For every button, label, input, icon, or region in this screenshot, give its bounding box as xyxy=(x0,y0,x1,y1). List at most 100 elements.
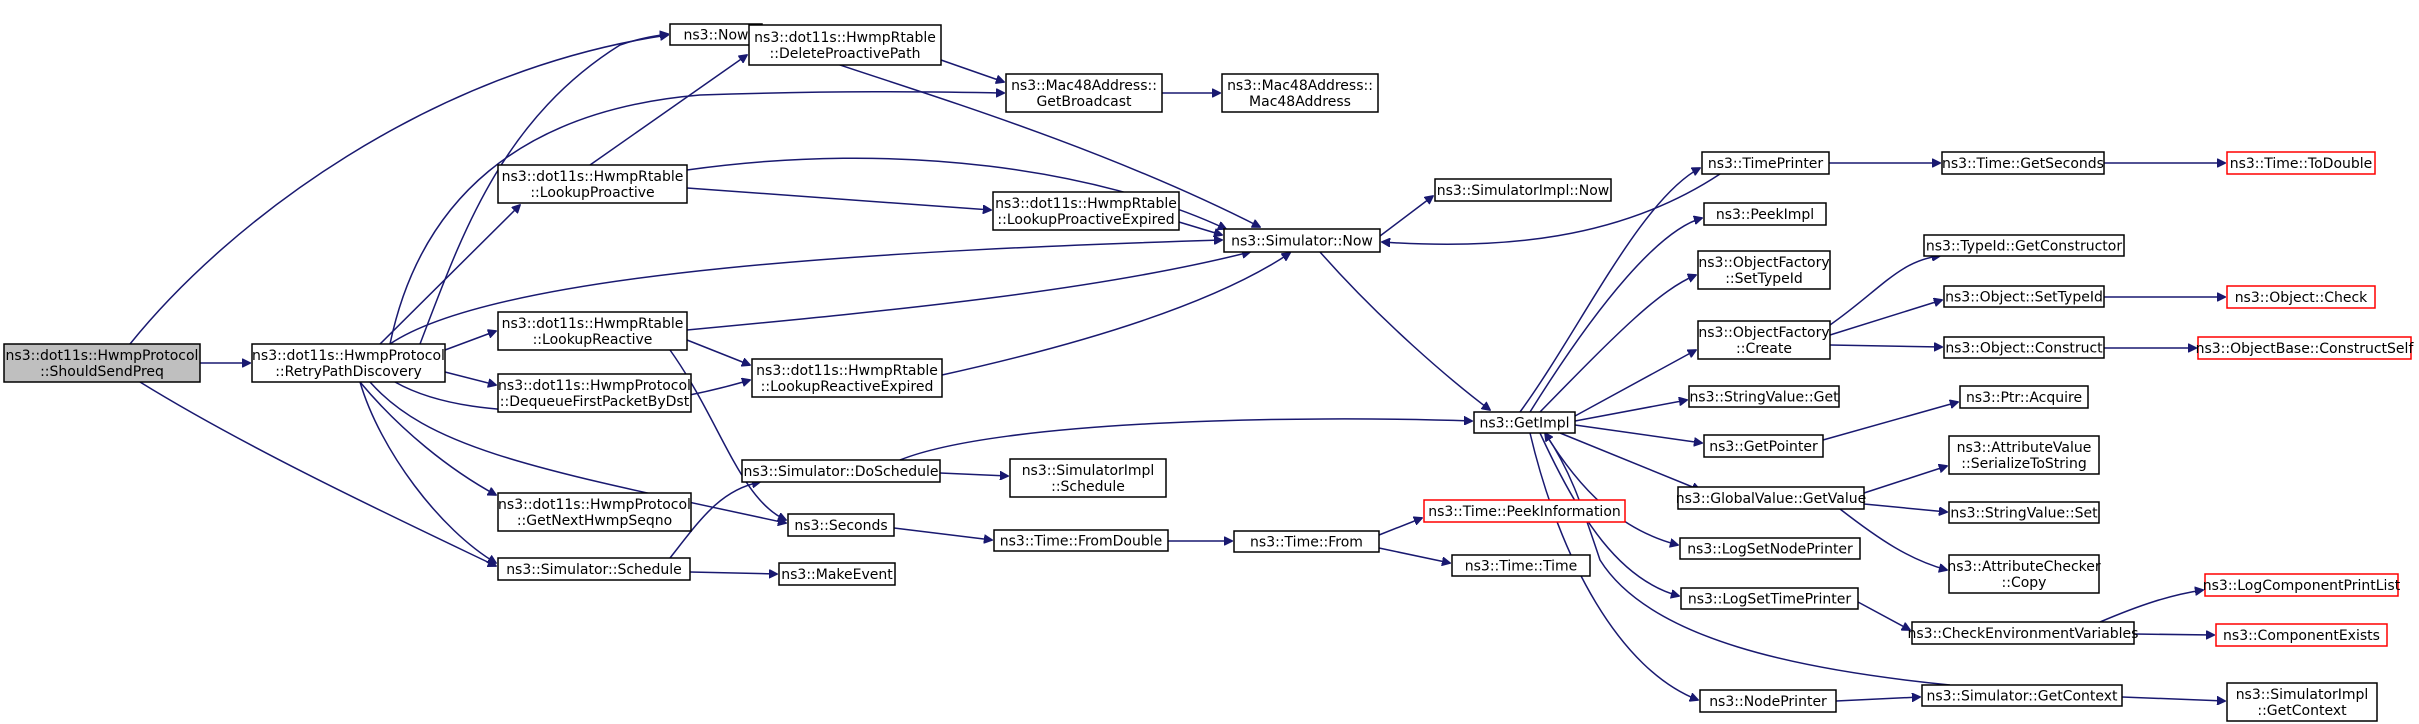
node-getseconds[interactable]: ns3::Time::GetSeconds xyxy=(1941,151,2105,175)
node-objbaseconstruct[interactable]: ns3::ObjectBase::ConstructSelf xyxy=(2196,336,2415,360)
node-peekinfo[interactable]: ns3::Time::PeekInformation xyxy=(1423,499,1626,523)
node-getpointer[interactable]: ns3::GetPointer xyxy=(1703,434,1824,458)
node-label-line: ns3::LogSetTimePrinter xyxy=(1688,592,1852,608)
node-makeevent[interactable]: ns3::MakeEvent xyxy=(778,562,896,586)
node-ptracquire[interactable]: ns3::Ptr::Acquire xyxy=(1959,385,2089,409)
node-box xyxy=(1688,385,1840,408)
node-objcheck[interactable]: ns3::Object::Check xyxy=(2226,285,2376,309)
node-lookproactexp[interactable]: ns3::dot11s::HwmpRtable::LookupProactive… xyxy=(992,191,1180,231)
edge-simgetctx-to-simimplgetctx xyxy=(2121,697,2225,701)
node-retry[interactable]: ns3::dot11s::HwmpProtocol::RetryPathDisc… xyxy=(251,343,446,383)
node-box xyxy=(1921,684,2123,707)
node-label-line: ns3::dot11s::HwmpRtable xyxy=(995,196,1177,212)
node-timefrom[interactable]: ns3::Time::From xyxy=(1233,530,1380,553)
node-label-line: ns3::AttributeValue xyxy=(1957,440,2092,456)
node-now[interactable]: ns3::Now xyxy=(669,23,763,46)
node-todouble[interactable]: ns3::Time::ToDouble xyxy=(2226,151,2376,175)
node-strvalset[interactable]: ns3::StringValue::Set xyxy=(1948,501,2100,524)
node-label-line: ::LookupProactiveExpired xyxy=(997,212,1174,228)
node-box xyxy=(2215,623,2388,647)
node-simnow[interactable]: ns3::Simulator::Now xyxy=(1223,228,1381,253)
node-label-line: ns3::NodePrinter xyxy=(1709,694,1827,710)
node-label-line: ns3::Simulator::GetContext xyxy=(1926,689,2118,705)
node-logsetnode[interactable]: ns3::LogSetNodePrinter xyxy=(1679,537,1861,560)
node-label-line: ns3::Simulator::Schedule xyxy=(506,562,682,578)
edge-getimpl-to-ofsettype xyxy=(1539,275,1696,413)
node-timeprinter[interactable]: ns3::TimePrinter xyxy=(1701,151,1830,175)
edge-simsched-to-makeevent xyxy=(689,572,777,574)
node-simgetctx[interactable]: ns3::Simulator::GetContext xyxy=(1921,684,2123,707)
node-label-line: ns3::dot11s::HwmpProtocol xyxy=(498,378,691,394)
node-label-line: ns3::ObjectFactory xyxy=(1698,255,1829,271)
node-ofcreate[interactable]: ns3::ObjectFactory::Create xyxy=(1697,320,1831,360)
node-simimplnow[interactable]: ns3::SimulatorImpl::Now xyxy=(1434,178,1612,202)
node-box xyxy=(1009,458,1167,498)
node-box xyxy=(497,557,691,581)
edge-nodeprinter-to-simgetctx xyxy=(1835,697,1920,701)
node-dequeue[interactable]: ns3::dot11s::HwmpProtocol::DequeueFirstP… xyxy=(497,373,692,413)
edge-getimpl-to-strvalget xyxy=(1574,400,1687,422)
node-typeidgetctor[interactable]: ns3::TypeId::GetConstructor xyxy=(1923,234,2125,257)
node-label-line: ns3::dot11s::HwmpProtocol xyxy=(6,348,199,364)
node-ofsettype[interactable]: ns3::ObjectFactory::SetTypeId xyxy=(1697,250,1831,290)
node-getbcast[interactable]: ns3::Mac48Address::GetBroadcast xyxy=(1005,73,1163,113)
node-fromdouble[interactable]: ns3::Time::FromDouble xyxy=(993,529,1169,552)
node-logsettime[interactable]: ns3::LogSetTimePrinter xyxy=(1680,587,1859,610)
node-mac48[interactable]: ns3::Mac48Address::Mac48Address xyxy=(1221,73,1379,113)
node-label-line: ns3::StringValue::Set xyxy=(1950,506,2098,522)
node-getimpl[interactable]: ns3::GetImpl xyxy=(1473,411,1576,434)
node-box xyxy=(1943,336,2105,359)
edge-retry-to-lookproact xyxy=(379,205,520,345)
edge-seconds-to-fromdouble xyxy=(893,527,992,540)
node-label-line: ns3::SimulatorImpl xyxy=(2236,687,2369,703)
edge-lookproact-to-delproact xyxy=(589,55,747,166)
edge-ofcreate-to-typeidgetctor xyxy=(1829,256,1940,326)
edge-simdosched-to-simimplsched xyxy=(939,473,1008,476)
node-label-line: ns3::dot11s::HwmpRtable xyxy=(754,30,936,46)
node-box xyxy=(497,311,688,351)
node-attrser[interactable]: ns3::AttributeValue::SerializeToString xyxy=(1948,435,2100,475)
edge-getimpl-to-gvgetvalue xyxy=(1559,432,1700,490)
node-simimplgetctx[interactable]: ns3::SimulatorImpl::GetContext xyxy=(2226,682,2378,722)
node-checkenv[interactable]: ns3::CheckEnvironmentVariables xyxy=(1908,621,2139,645)
node-box xyxy=(2226,151,2376,175)
node-objsettype[interactable]: ns3::Object::SetTypeId xyxy=(1943,285,2105,308)
node-label-line: ns3::dot11s::HwmpRtable xyxy=(502,169,684,185)
node-lookproact[interactable]: ns3::dot11s::HwmpRtable::LookupProactive xyxy=(497,164,688,204)
node-peekimpl[interactable]: ns3::PeekImpl xyxy=(1703,202,1827,226)
node-box xyxy=(3,343,201,383)
node-simimplsched[interactable]: ns3::SimulatorImpl::Schedule xyxy=(1009,458,1167,498)
node-lookreactexp[interactable]: ns3::dot11s::HwmpRtable::LookupReactiveE… xyxy=(751,358,943,398)
node-label-line: ns3::PeekImpl xyxy=(1716,207,1814,223)
edge-ofcreate-to-objconstruct xyxy=(1829,345,1942,347)
node-label-line: ns3::Now xyxy=(684,28,749,44)
node-label-line: ns3::dot11s::HwmpRtable xyxy=(756,363,938,379)
node-objconstruct[interactable]: ns3::Object::Construct xyxy=(1943,336,2105,359)
node-label-line: ::LookupReactiveExpired xyxy=(761,379,934,395)
node-simdosched[interactable]: ns3::Simulator::DoSchedule xyxy=(741,459,941,483)
node-strvalget[interactable]: ns3::StringValue::Get xyxy=(1688,385,1840,408)
node-nodeprinter[interactable]: ns3::NodePrinter xyxy=(1699,689,1837,713)
node-seconds[interactable]: ns3::Seconds xyxy=(787,513,895,537)
node-box xyxy=(1703,434,1824,458)
edge-retry-to-dequeue xyxy=(444,371,496,385)
node-attrcheckcopy[interactable]: ns3::AttributeChecker::Copy xyxy=(1947,554,2101,594)
node-compexists[interactable]: ns3::ComponentExists xyxy=(2215,623,2388,647)
node-lookreact[interactable]: ns3::dot11s::HwmpRtable::LookupReactive xyxy=(497,311,688,351)
node-label-line: ns3::GetImpl xyxy=(1479,416,1569,432)
node-simsched[interactable]: ns3::Simulator::Schedule xyxy=(497,557,691,581)
edge-retry-to-getbcast xyxy=(389,92,1004,345)
node-timetime[interactable]: ns3::Time::Time xyxy=(1451,554,1591,577)
node-box xyxy=(778,562,896,586)
node-getnext[interactable]: ns3::dot11s::HwmpProtocol::GetNextHwmpSe… xyxy=(497,492,692,532)
node-logcomplist[interactable]: ns3::LogComponentPrintList xyxy=(2203,573,2401,597)
edge-getimpl-to-logsettime xyxy=(1539,432,1679,596)
node-label-line: ns3::Time::FromDouble xyxy=(1000,534,1163,550)
node-should[interactable]: ns3::dot11s::HwmpProtocol::ShouldSendPre… xyxy=(3,343,201,383)
node-box xyxy=(992,191,1180,231)
edge-simnow-to-getimpl xyxy=(1319,251,1490,410)
edge-timefrom-to-peekinfo xyxy=(1378,518,1422,536)
node-gvgetvalue[interactable]: ns3::GlobalValue::GetValue xyxy=(1676,486,1866,510)
node-delproact[interactable]: ns3::dot11s::HwmpRtable::DeleteProactive… xyxy=(748,24,942,66)
node-label-line: ns3::SimulatorImpl xyxy=(1022,463,1155,479)
